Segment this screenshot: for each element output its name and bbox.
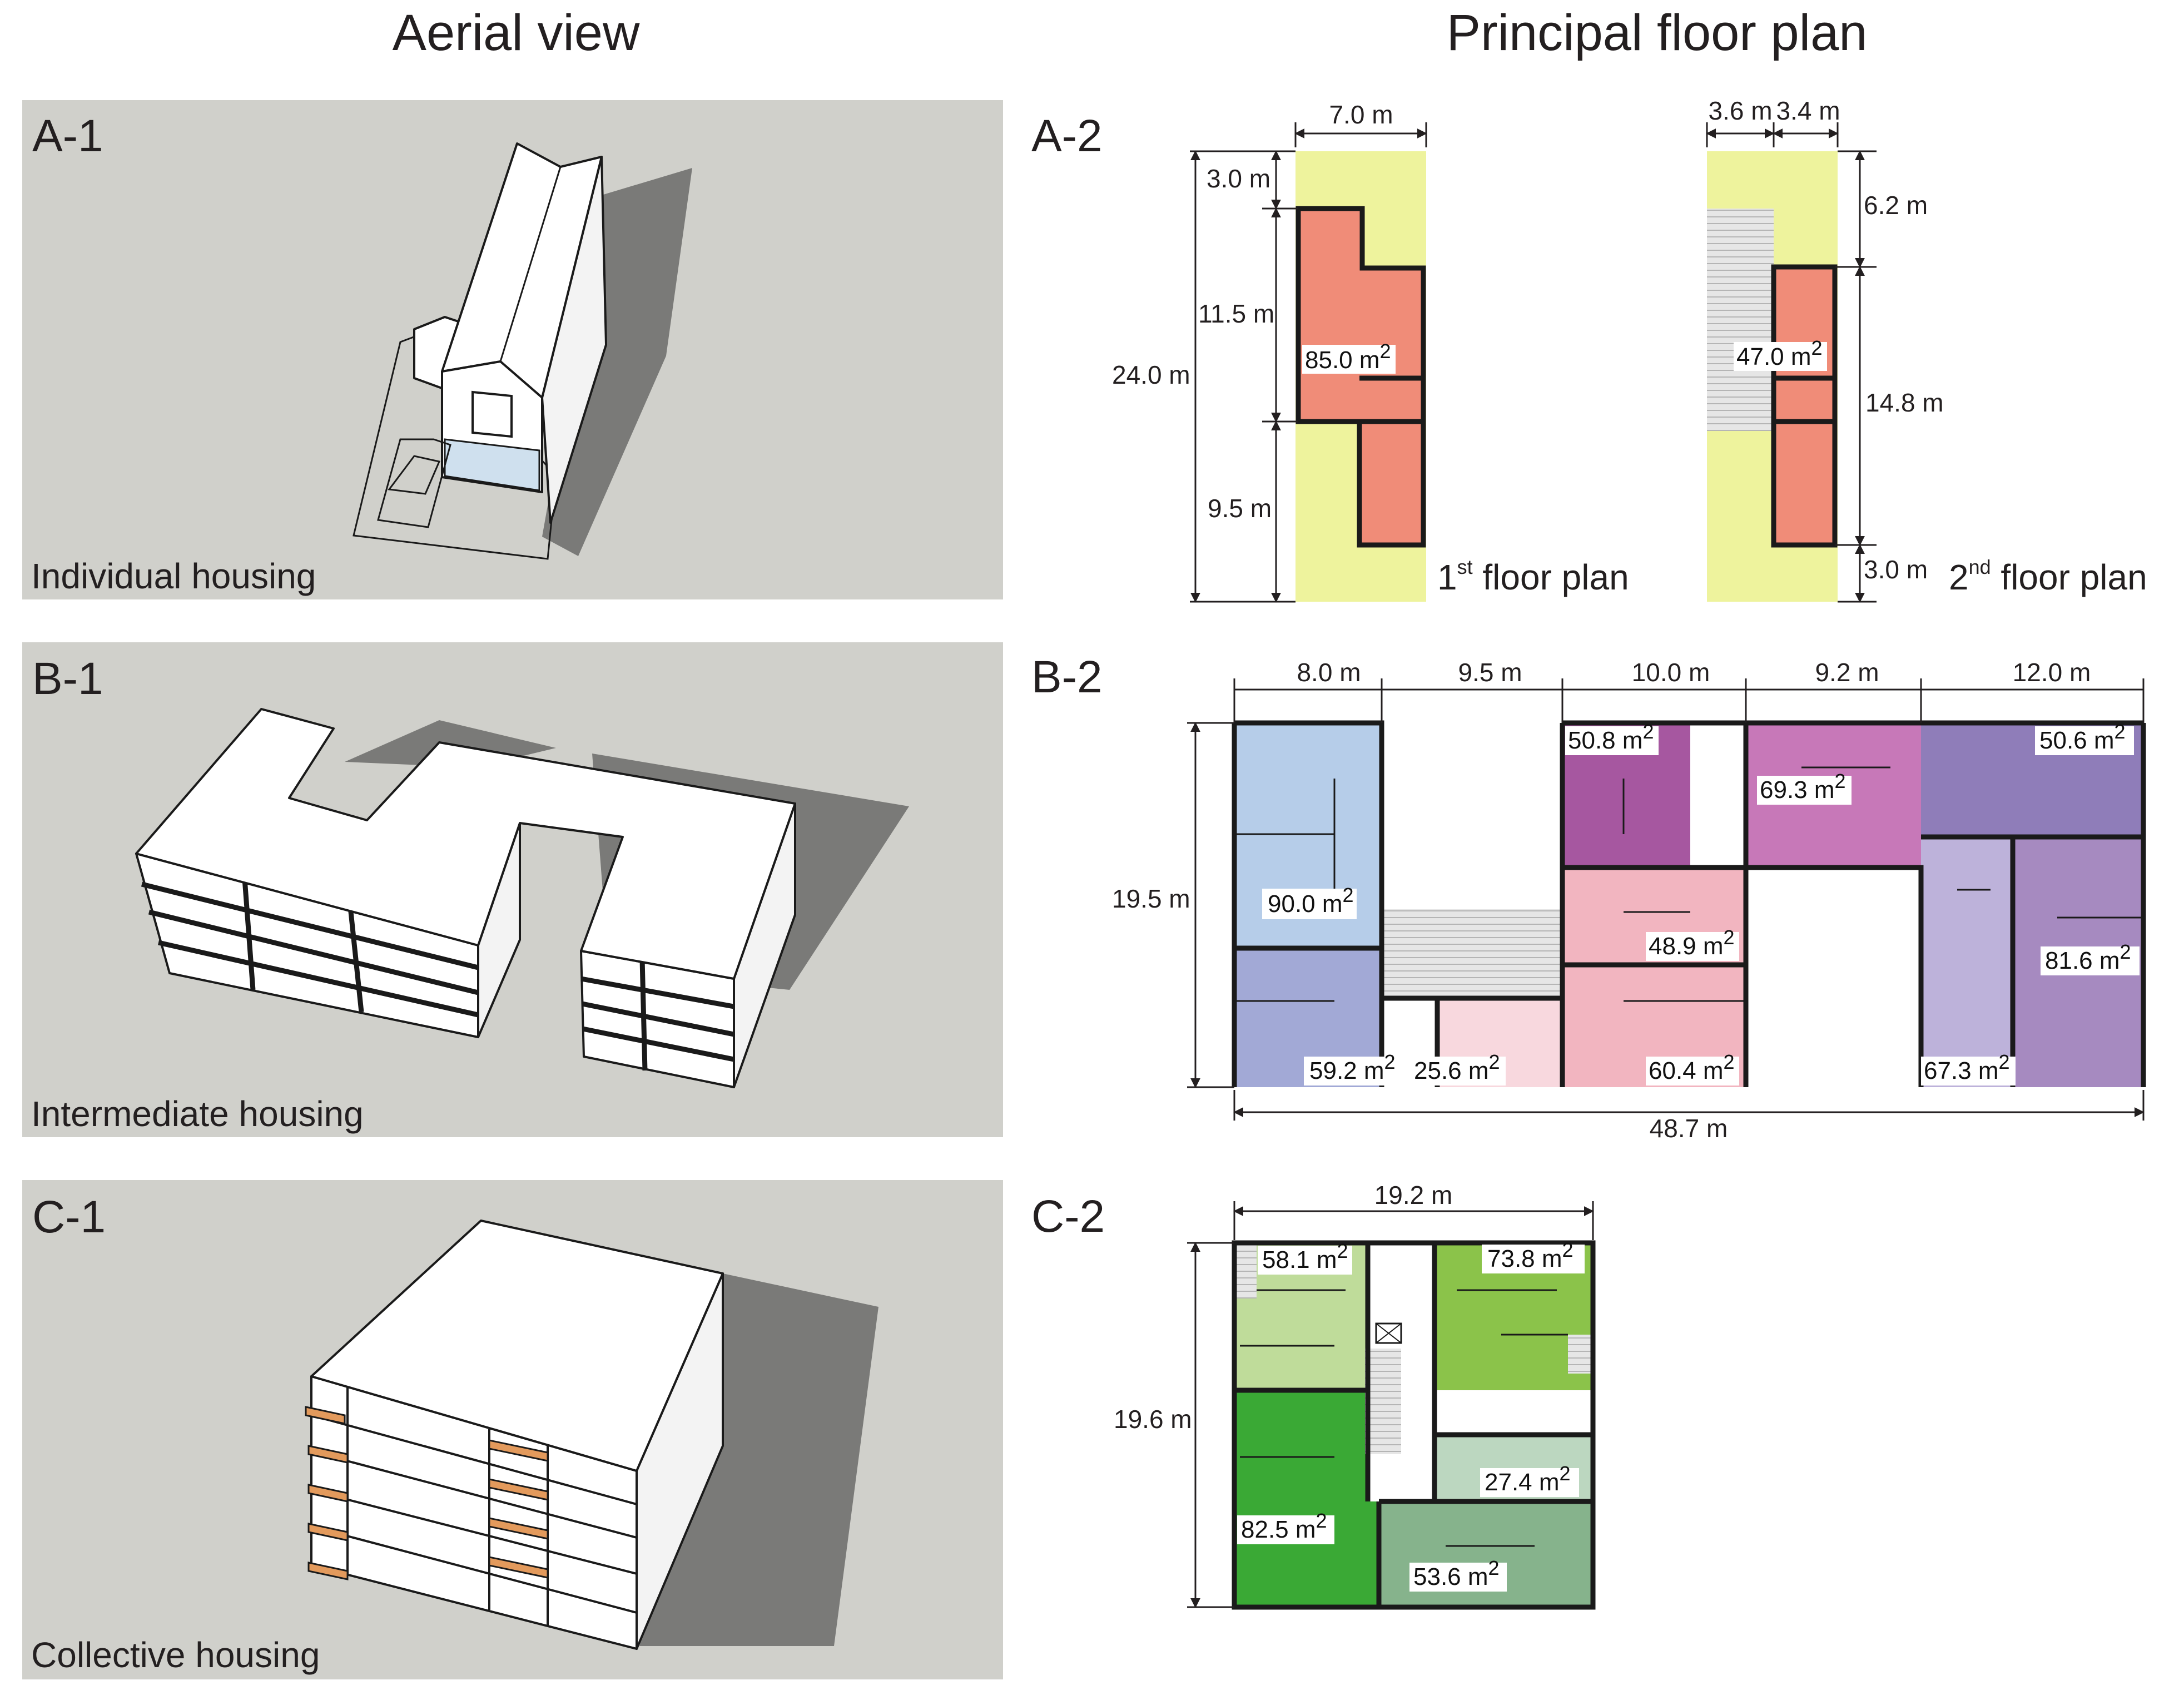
first-floor-label: 1st floor plan (1437, 556, 1629, 597)
panel-a1-id: A-1 (32, 111, 103, 161)
panel-a2: A-2 85.0 m2 7.0 m 24.0 m 3.0 m (1031, 96, 2147, 603)
b-width-2: 9.5 m (1458, 658, 1522, 687)
second-floor-area: 47.0 m2 (1736, 336, 1823, 370)
panel-b1-caption: Intermediate housing (31, 1094, 364, 1134)
tower-balconies (305, 1406, 549, 1580)
first-bot-label: 9.5 m (1208, 494, 1272, 523)
panel-b1-id: B-1 (32, 653, 103, 704)
b-total-label: 48.7 m (1650, 1114, 1728, 1143)
c-walls (1232, 1240, 1596, 1610)
b-inner-partitions (1234, 766, 2143, 1002)
second-floor-walls (1771, 264, 1838, 548)
block-left-floor-lines (141, 878, 479, 1018)
panel-b2: B-2 (1031, 652, 2146, 1143)
second-floor-terrace (1707, 209, 1774, 431)
first-floor-walls (1295, 206, 1426, 548)
second-width-left: 3.6 m (1708, 96, 1772, 125)
first-floor-area: 85.0 m2 (1305, 340, 1391, 374)
b-corridor (1382, 909, 1562, 998)
aerial-view-header: Aerial view (393, 4, 640, 61)
first-floor-area-bg (1302, 345, 1396, 374)
b-area-48: 48.9 m2 (1649, 926, 1735, 960)
b-area-59: 59.2 m2 (1309, 1050, 1396, 1084)
panel-a1: A-1 Individual housing (22, 100, 1003, 599)
second-floor-plan: 47.0 m2 3.6 m 3.4 m 6.2 m 14.8 m 3.0 m 2… (1706, 96, 2147, 603)
first-total-label: 24.0 m (1112, 360, 1190, 389)
block-roof (135, 708, 796, 980)
c-area-58: 58.1 m2 (1262, 1240, 1348, 1273)
c-area-27: 27.4 m2 (1485, 1462, 1571, 1496)
panel-c1: C-1 Collective housing (22, 1180, 1003, 1679)
b-top-dim-ticks (1233, 678, 2145, 723)
b-width-4: 9.2 m (1815, 658, 1879, 687)
b-area-67: 67.3 m2 (1924, 1050, 2010, 1084)
panel-c2: C-2 (1031, 1181, 1596, 1610)
b-width-1: 8.0 m (1297, 658, 1361, 687)
tower-roof (310, 1220, 724, 1472)
b-area-60: 60.4 m2 (1649, 1050, 1735, 1084)
b-width-5: 12.0 m (2013, 658, 2091, 687)
c-inner-partitions (1240, 1289, 1568, 1547)
c-area-82: 82.5 m2 (1241, 1509, 1327, 1543)
first-mid-label: 11.5 m (1198, 299, 1274, 328)
house-window (471, 390, 513, 438)
first-width-label: 7.0 m (1329, 100, 1393, 129)
second-floor-label: 2nd floor plan (1949, 556, 2147, 597)
panel-c1-caption: Collective housing (31, 1635, 320, 1675)
b-area-50-6: 50.6 m2 (2039, 720, 2126, 754)
second-floor-area-bg (1734, 342, 1827, 371)
block-right-floor-lines (580, 959, 734, 1071)
b-width-3: 10.0 m (1632, 658, 1710, 687)
tower-shadow (639, 1273, 878, 1646)
panel-c2-id: C-2 (1031, 1191, 1105, 1242)
c-unit-82 (1234, 1390, 1379, 1607)
b-stair-2 (1690, 723, 1746, 868)
b-area-labels: 90.0 m2 59.2 m2 25.6 m2 50.8 m2 48.9 m2 … (1262, 720, 2140, 1086)
c-area-labels: 58.1 m2 73.8 m2 27.4 m2 82.5 m2 53.6 m2 (1237, 1238, 1585, 1592)
elevator-icon (1375, 1322, 1402, 1344)
first-floor-plan: 85.0 m2 7.0 m 24.0 m 3.0 m 11.5 m 9.5 m … (1112, 100, 1629, 603)
c-area-73: 73.8 m2 (1487, 1238, 1574, 1272)
b-area-69: 69.3 m2 (1760, 770, 1846, 804)
house-shadow (542, 168, 692, 556)
c-area-53: 53.6 m2 (1413, 1557, 1500, 1590)
second-mid-label: 14.8 m (1865, 388, 1944, 417)
b-area-25: 25.6 m2 (1414, 1050, 1500, 1084)
c-width-label: 19.2 m (1374, 1181, 1453, 1210)
second-top-label: 6.2 m (1864, 191, 1928, 220)
b-unit-67 (1921, 837, 2013, 1087)
first-top-label: 3.0 m (1207, 164, 1270, 193)
panel-c1-id: C-1 (32, 1192, 106, 1242)
b-area-81: 81.6 m2 (2045, 940, 2131, 974)
second-bot-label: 3.0 m (1864, 555, 1928, 584)
second-width-right: 3.4 m (1776, 96, 1840, 125)
roof-ridge (499, 166, 562, 362)
car-icon (377, 438, 451, 528)
b-area-90: 90.0 m2 (1268, 884, 1354, 918)
panel-a1-caption: Individual housing (31, 556, 316, 596)
c-stair (1365, 1349, 1401, 1454)
second-floor-house (1774, 267, 1835, 545)
panel-a2-id: A-2 (1031, 111, 1103, 161)
b-area-50-8: 50.8 m2 (1568, 720, 1654, 754)
b-depth-label: 19.5 m (1112, 884, 1190, 913)
c-depth-label: 19.6 m (1114, 1405, 1192, 1434)
panel-b2-id: B-2 (1031, 652, 1103, 702)
panel-b1: B-1 Intermediate housing (22, 642, 1003, 1137)
floor-plan-header: Principal floor plan (1447, 4, 1868, 61)
